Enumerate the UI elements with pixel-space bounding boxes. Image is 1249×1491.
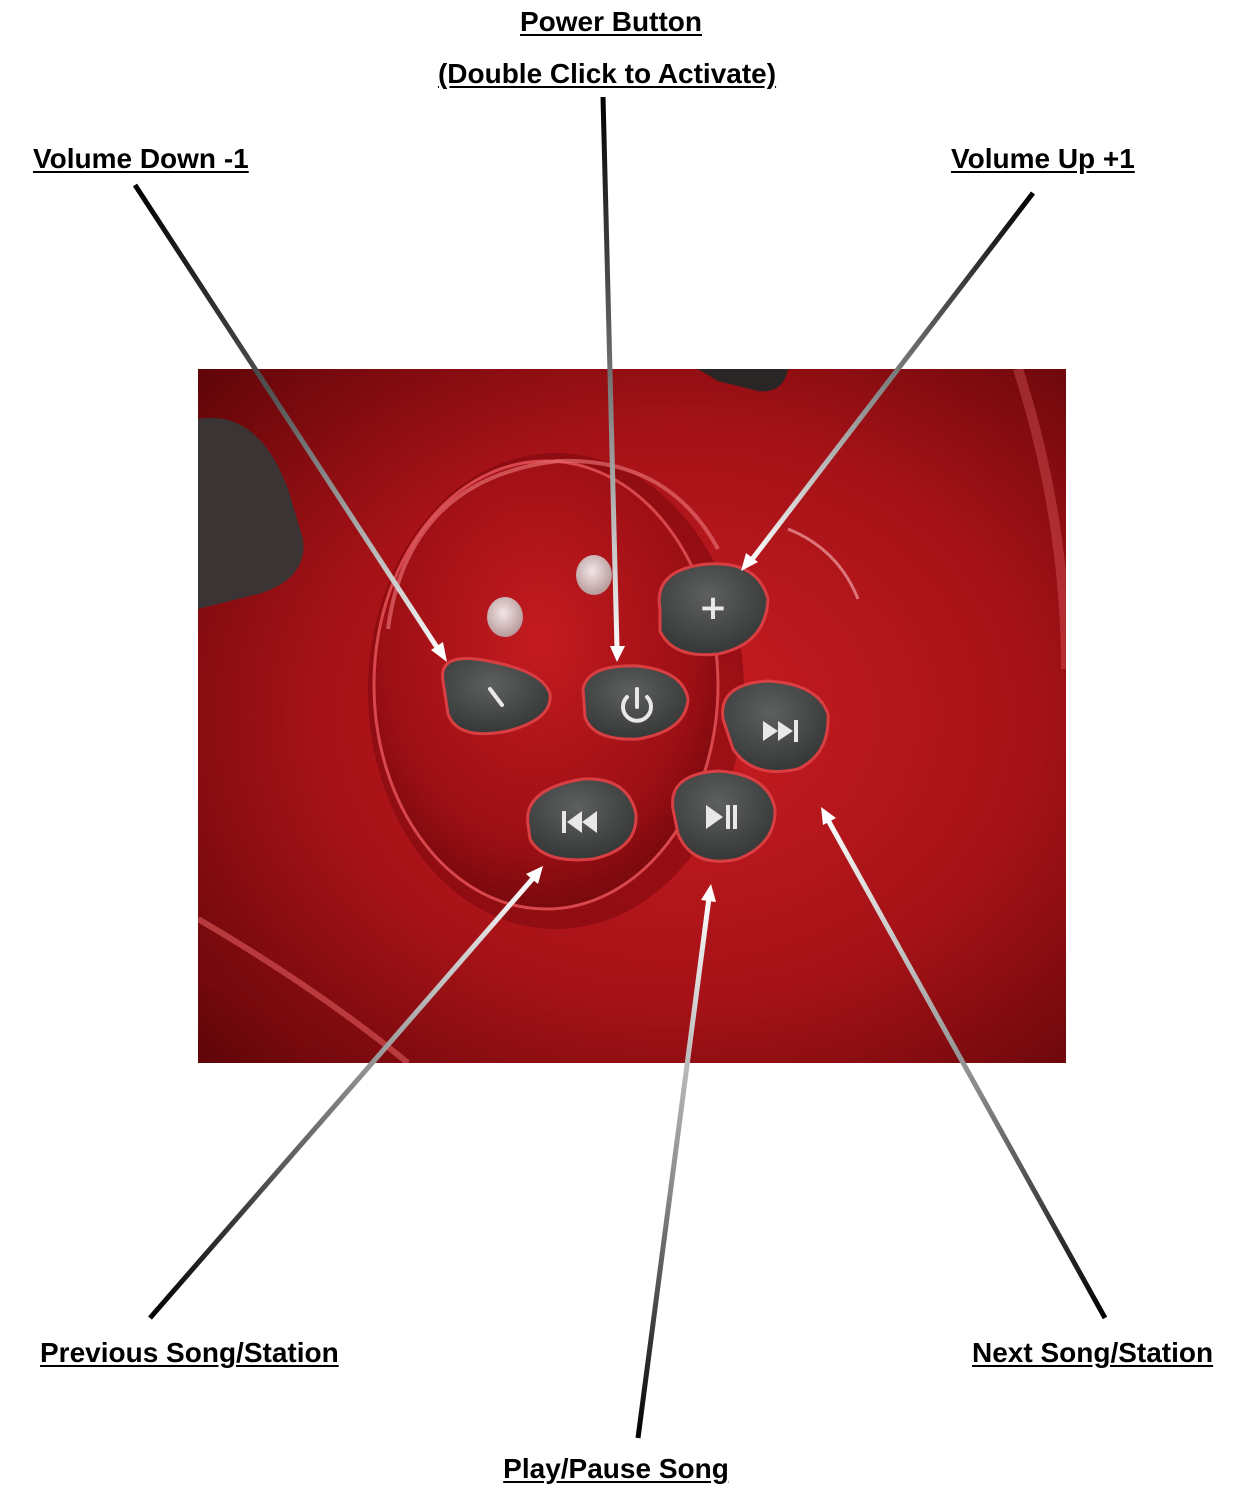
next-song-button [721,679,830,773]
play-pause-label: Play/Pause Song [503,1453,729,1484]
power-button [581,664,690,741]
play-pause-arrow [635,884,716,1439]
speaker-photo: + [198,369,1066,1063]
power-button-note: (Double Click to Activate) [437,58,777,89]
svg-text:+: + [699,588,728,628]
play-pause-button [671,769,777,863]
power-arrow [600,96,625,662]
led-indicator [576,555,612,595]
volume-down-button [441,657,552,736]
previous-song-button [526,777,638,862]
next-song-label: Next Song/Station [972,1337,1214,1368]
volume-up-button: + [657,562,770,657]
power-button-label: Power Button [520,6,702,37]
next-song-arrow [821,807,1108,1320]
previous-song-arrow [148,866,543,1320]
previous-song-label: Previous Song/Station [40,1337,339,1368]
volume-down-arrow [132,183,447,662]
volume-down-label: Volume Down -1 [33,143,249,174]
volume-up-arrow [741,191,1035,571]
volume-up-label: Volume Up +1 [951,143,1135,174]
led-indicator [487,597,523,637]
